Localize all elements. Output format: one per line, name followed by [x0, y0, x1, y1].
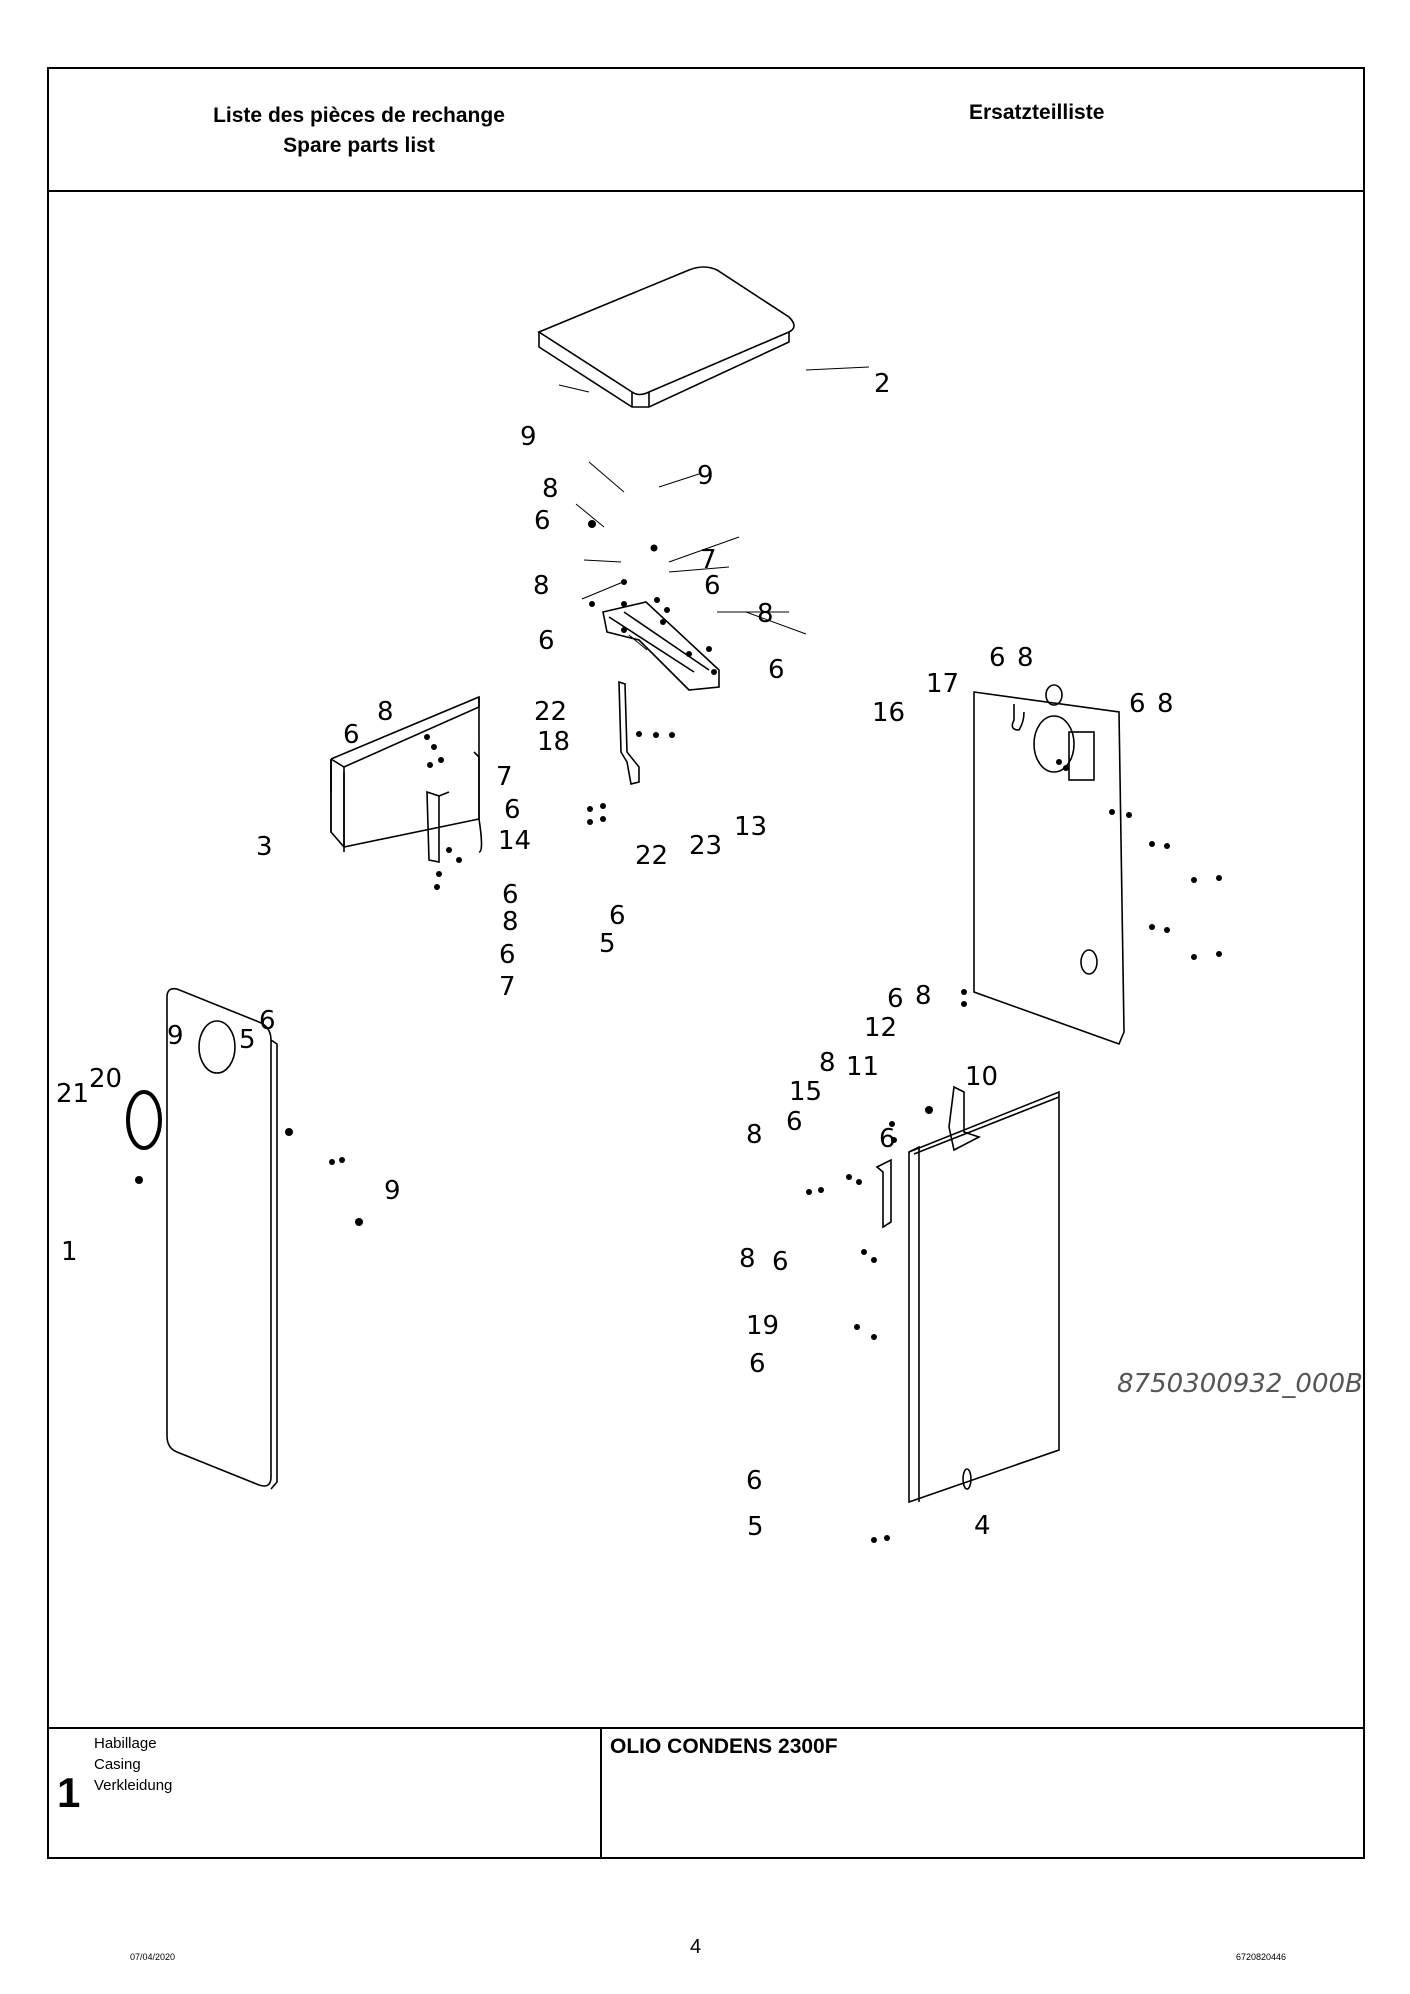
header: Liste des pièces de rechange Spare parts…: [49, 69, 1363, 192]
exploded-view-drawing: 8750300932_000B 298967866862286181617686…: [56, 266, 1363, 1543]
leader-lines: [558, 366, 870, 651]
callout-18: 18: [537, 727, 570, 757]
callout-6: 6: [538, 626, 555, 656]
part-14-bracket: [426, 790, 450, 863]
callout-5: 5: [599, 929, 616, 959]
callout-22: 22: [635, 841, 668, 871]
callout-8: 8: [1017, 643, 1034, 673]
document-number: 6720820446: [1236, 1952, 1287, 1962]
callout-11: 11: [846, 1052, 879, 1082]
callout-6: 6: [502, 880, 519, 910]
callout-6: 6: [879, 1124, 896, 1154]
part-17-grommet: [1045, 684, 1063, 706]
callout-8: 8: [377, 697, 394, 727]
part-15-bracket: [875, 1158, 892, 1229]
part-2-top-cover: [537, 266, 795, 408]
section-title-en: Casing: [94, 1756, 141, 1773]
callout-8: 8: [915, 981, 932, 1011]
callout-5: 5: [239, 1025, 256, 1055]
callout-9: 9: [520, 422, 537, 452]
callout-7: 7: [496, 762, 513, 792]
callout-8: 8: [502, 907, 519, 937]
callout-3: 3: [256, 832, 273, 862]
model-name: OLIO CONDENS 2300F: [610, 1735, 838, 1758]
section-title-fr: Habillage: [94, 1735, 157, 1752]
section-title-de: Verkleidung: [94, 1777, 173, 1794]
callout-6: 6: [786, 1107, 803, 1137]
callout-7: 7: [499, 972, 516, 1002]
callout-6: 6: [259, 1006, 276, 1036]
callout-21: 21: [56, 1079, 89, 1109]
callout-6: 6: [768, 655, 785, 685]
callout-6: 6: [746, 1466, 763, 1496]
part-18-strap: [618, 680, 640, 785]
title-en: Spare parts list: [283, 134, 435, 157]
callout-8: 8: [739, 1244, 756, 1274]
callout-10: 10: [965, 1062, 998, 1092]
drawing-number-label: 8750300932_000B: [1117, 1369, 1363, 1399]
callout-1: 1: [61, 1237, 78, 1267]
part-16-rear-panel: [973, 691, 1125, 1046]
page-number: 4: [690, 1936, 702, 1958]
fasteners: [135, 520, 1222, 1543]
callout-6: 6: [989, 643, 1006, 673]
callout-7: 7: [700, 545, 717, 575]
section-titles: Habillage Casing Verkleidung: [94, 1733, 172, 1796]
section-cell: 1 Habillage Casing Verkleidung: [49, 1729, 602, 1857]
callout-6: 6: [749, 1349, 766, 1379]
callout-6: 6: [704, 571, 721, 601]
model-cell: OLIO CONDENS 2300F: [602, 1729, 1363, 1857]
callout-4: 4: [974, 1511, 991, 1541]
callout-9: 9: [697, 461, 714, 491]
callout-15: 15: [789, 1077, 822, 1107]
part-1-front-panel: [166, 987, 278, 1490]
callout-8: 8: [819, 1048, 836, 1078]
footer-table: 1 Habillage Casing Verkleidung OLIO COND…: [49, 1727, 1363, 1857]
callout-2: 2: [874, 369, 891, 399]
callout-6: 6: [1129, 689, 1146, 719]
callout-17: 17: [926, 669, 959, 699]
page-frame: Liste des pièces de rechange Spare parts…: [47, 67, 1365, 1859]
callout-8: 8: [757, 599, 774, 629]
callout-8: 8: [1157, 689, 1174, 719]
callout-9: 9: [384, 1176, 401, 1206]
title-fr-en: Liste des pièces de rechange Spare parts…: [199, 101, 519, 161]
callout-14: 14: [498, 826, 531, 856]
callout-8: 8: [533, 571, 550, 601]
callout-8: 8: [746, 1120, 763, 1150]
callout-6: 6: [534, 506, 551, 536]
callout-12: 12: [864, 1013, 897, 1043]
callout-6: 6: [504, 795, 521, 825]
callout-6: 6: [887, 984, 904, 1014]
part-13-bracket: [602, 601, 720, 691]
callout-6: 6: [343, 720, 360, 750]
part-20-ring: [126, 1090, 162, 1150]
part-4-right-side-panel: [908, 1090, 1060, 1504]
callout-6: 6: [609, 901, 626, 931]
callout-13: 13: [734, 812, 767, 842]
callout-5: 5: [747, 1512, 764, 1542]
part-10-bracket: [948, 1085, 982, 1152]
callout-19: 19: [746, 1311, 779, 1341]
part-3-left-side-panel: [330, 695, 483, 853]
title-fr: Liste des pièces de rechange: [213, 104, 505, 127]
callout-16: 16: [872, 698, 905, 728]
callout-20: 20: [89, 1064, 122, 1094]
callout-6: 6: [772, 1247, 789, 1277]
callout-8: 8: [542, 474, 559, 504]
callout-6: 6: [499, 940, 516, 970]
callout-22: 22: [534, 697, 567, 727]
callout-23: 23: [689, 831, 722, 861]
callout-9: 9: [167, 1021, 184, 1051]
print-date: 07/04/2020: [130, 1952, 176, 1962]
title-de: Ersatzteilliste: [969, 101, 1105, 124]
section-number: 1: [57, 1769, 81, 1816]
